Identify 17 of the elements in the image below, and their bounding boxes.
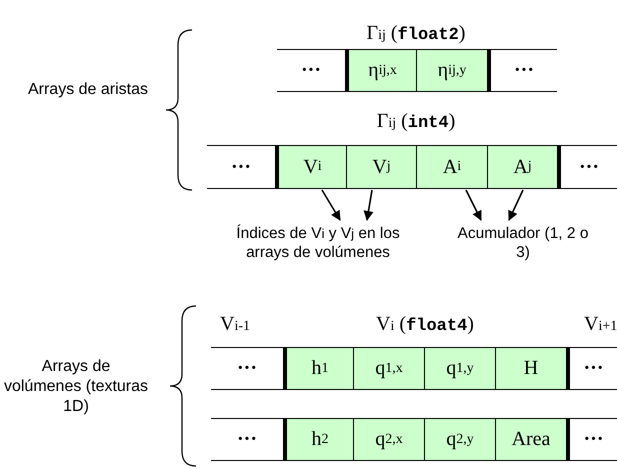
group-label: Arrays de aristas bbox=[26, 80, 150, 100]
annotation-text: Acumulador (1, 2 o 3) bbox=[453, 224, 593, 262]
arrow bbox=[465, 190, 482, 221]
ellipsis-cell: ··· bbox=[566, 419, 617, 460]
ellipsis-cell: ··· bbox=[566, 348, 617, 389]
ellipsis-cell: ··· bbox=[211, 348, 283, 389]
array-field: H bbox=[495, 348, 566, 389]
ellipsis-cell: ··· bbox=[277, 50, 345, 91]
group-label: Arrays de volúmenes (texturas 1D) bbox=[2, 357, 150, 417]
arrow bbox=[321, 190, 341, 221]
arrow bbox=[364, 190, 374, 221]
arrow bbox=[508, 190, 524, 221]
array-field: Area bbox=[495, 419, 566, 460]
ellipsis-cell: ··· bbox=[487, 50, 557, 91]
ellipsis-cell: ··· bbox=[207, 146, 275, 188]
ellipsis-cell: ··· bbox=[557, 146, 617, 188]
ellipsis-cell: ··· bbox=[211, 419, 283, 460]
